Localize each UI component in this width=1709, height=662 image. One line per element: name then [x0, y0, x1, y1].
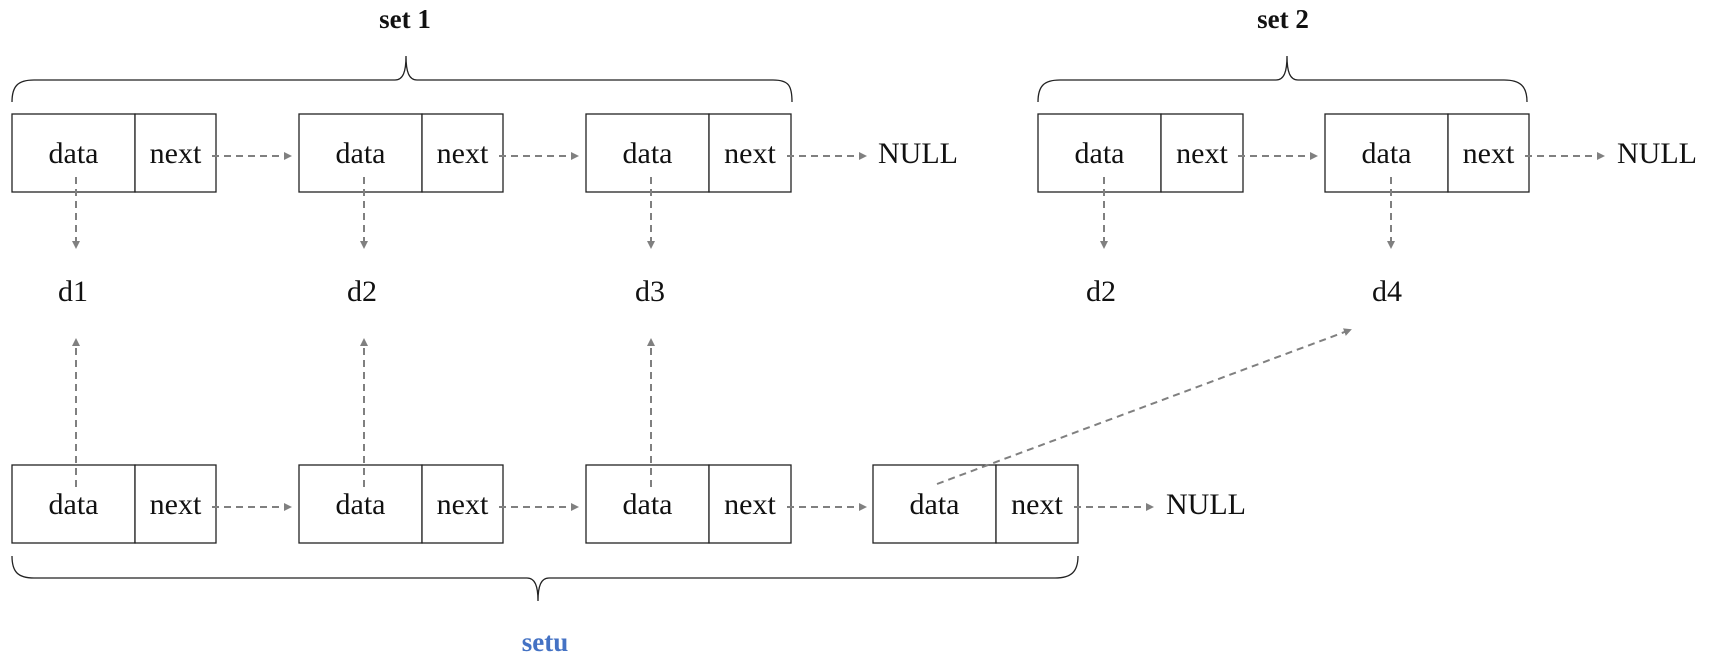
- set1-brace: [11, 55, 793, 103]
- next-field-label: next: [150, 137, 202, 170]
- set2-node-2: data next: [1324, 113, 1530, 193]
- set2-node-1: data next: [1037, 113, 1244, 193]
- data-field-label: data: [49, 137, 99, 170]
- data-field-label: data: [910, 488, 960, 521]
- next-field-label: next: [1011, 488, 1063, 521]
- next-field-label: next: [1176, 137, 1228, 170]
- set2-brace: [1037, 55, 1528, 103]
- set1-title: set 1: [379, 4, 431, 34]
- setu-node-2: data next: [298, 464, 504, 544]
- setu-node-4: data next: [872, 464, 1079, 544]
- setu-null-terminator: NULL: [1166, 488, 1246, 521]
- setu-node-3: data next: [585, 464, 792, 544]
- next-field-label: next: [437, 488, 489, 521]
- set1-value-1: d1: [58, 275, 88, 308]
- set1-node-2: data next: [298, 113, 504, 193]
- data-field-label: data: [623, 137, 673, 170]
- data-field-label: data: [1075, 137, 1125, 170]
- set1-null-terminator: NULL: [878, 137, 958, 170]
- data-field-label: data: [623, 488, 673, 521]
- set2-value-2: d4: [1372, 275, 1402, 308]
- setu-title: setu: [522, 627, 569, 657]
- set2-null-terminator: NULL: [1617, 137, 1697, 170]
- set2-value-1: d2: [1086, 275, 1116, 308]
- set2-title: set 2: [1257, 4, 1309, 34]
- set1-node-3: data next: [585, 113, 792, 193]
- set1-value-2: d2: [347, 275, 377, 308]
- next-field-label: next: [150, 488, 202, 521]
- next-field-label: next: [1463, 137, 1515, 170]
- data-field-label: data: [1362, 137, 1412, 170]
- setu-brace: [11, 555, 1079, 602]
- data-field-label: data: [336, 488, 386, 521]
- next-field-label: next: [724, 137, 776, 170]
- set1-value-3: d3: [635, 275, 665, 308]
- setu-data-arrow-4: [936, 328, 1352, 485]
- data-field-label: data: [49, 488, 99, 521]
- data-field-label: data: [336, 137, 386, 170]
- next-field-label: next: [437, 137, 489, 170]
- next-field-label: next: [724, 488, 776, 521]
- set1-node-1: data next: [11, 113, 217, 193]
- setu-node-1: data next: [11, 464, 217, 544]
